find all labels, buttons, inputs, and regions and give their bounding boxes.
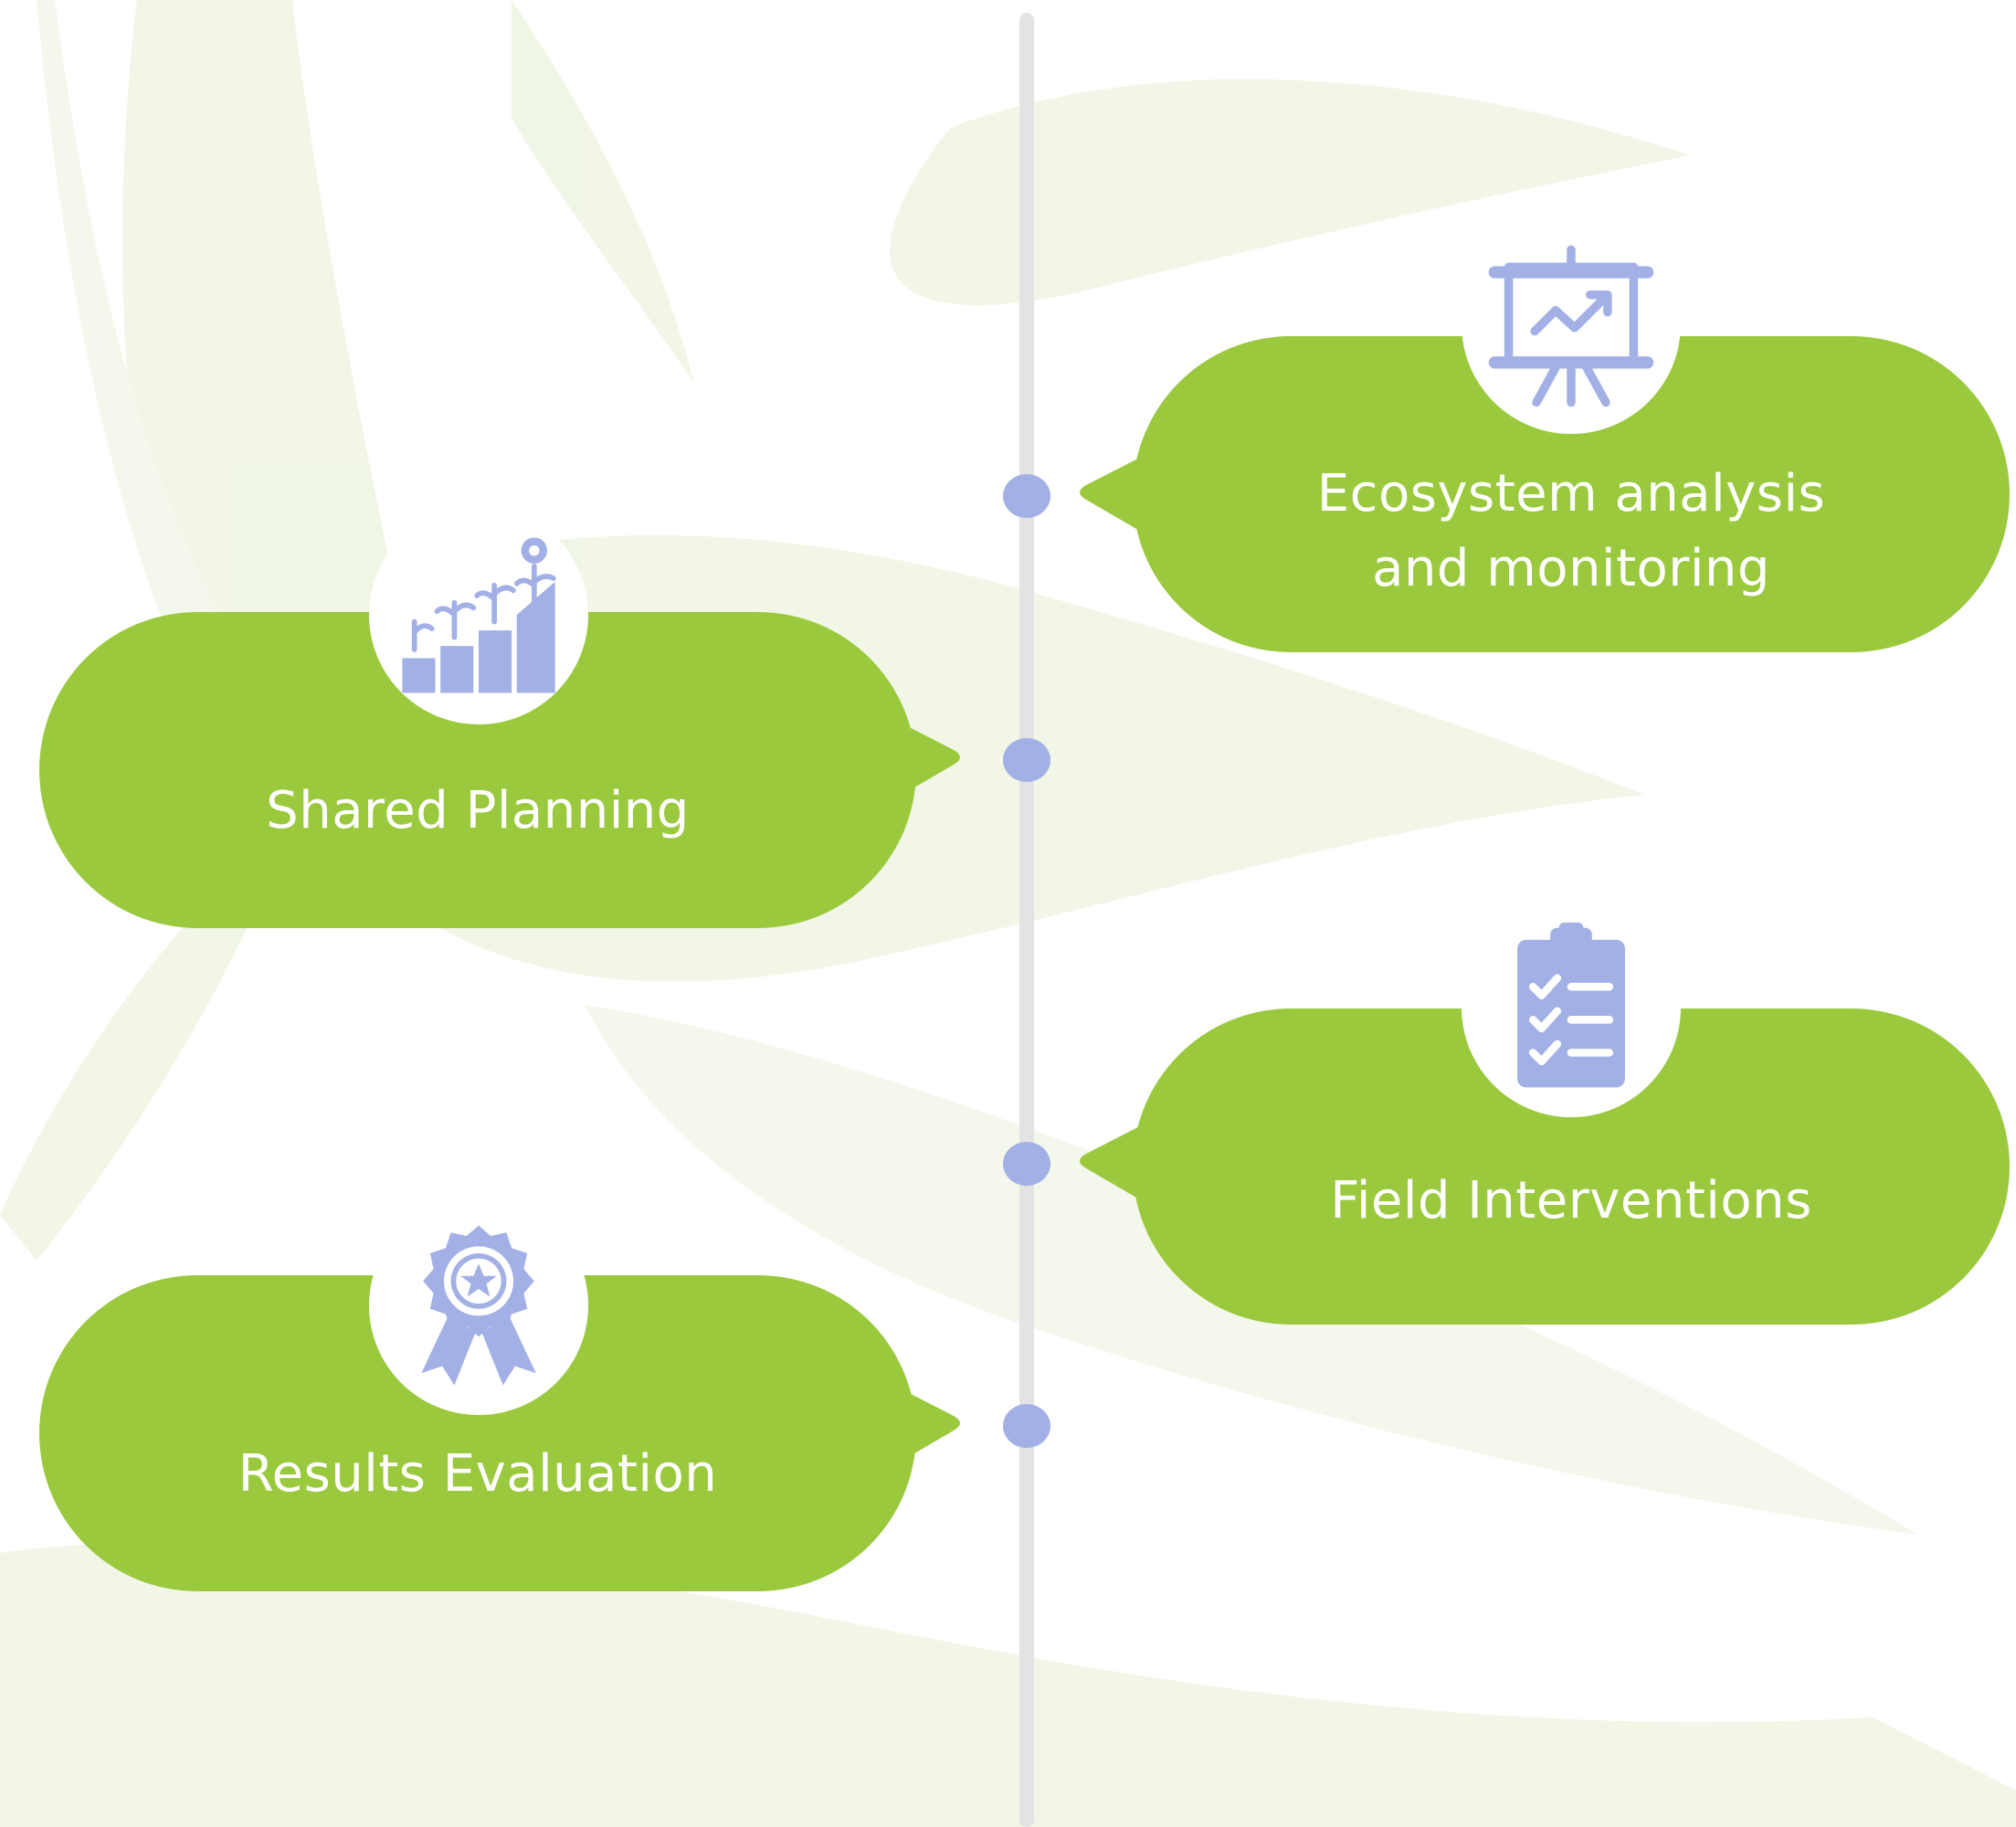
timeline-dot-1 [1003, 474, 1050, 518]
step-label-shared-planning: Shared Planning [39, 774, 916, 849]
step-label-line-1: Field Interventions [1330, 1171, 1812, 1230]
icon-holder-field-interventions [1462, 898, 1681, 1117]
growing-plants-icon [402, 537, 556, 693]
timeline-line [1019, 13, 1034, 1827]
timeline-dot-4 [1003, 1404, 1050, 1448]
clipboard-checklist-icon [1517, 922, 1625, 1088]
award-badge-icon [421, 1225, 536, 1386]
step-label-line-2: and monitoring [1372, 539, 1770, 598]
timeline-dot-3 [1003, 1142, 1050, 1186]
step-label-field-interventions: Field Interventions [1133, 1164, 2010, 1239]
step-label-results-evaluation: Results Evaluation [39, 1437, 916, 1512]
step-label-line-1: Shared Planning [266, 781, 690, 840]
step-label-line-1: Results Evaluation [237, 1444, 718, 1504]
icon-holder-shared-planning [369, 505, 588, 724]
presentation-chart-icon [1488, 245, 1654, 407]
timeline-dot-2 [1003, 738, 1050, 782]
step-bubble-ecosystem-analysis: Ecosystem analysis and monitoring [1133, 336, 2010, 652]
step-label-line-1: Ecosystem analysis [1316, 464, 1826, 523]
icon-holder-results-evaluation [369, 1196, 588, 1415]
step-label-ecosystem-analysis: Ecosystem analysis and monitoring [1133, 457, 2010, 607]
icon-holder-ecosystem-analysis [1462, 215, 1681, 434]
